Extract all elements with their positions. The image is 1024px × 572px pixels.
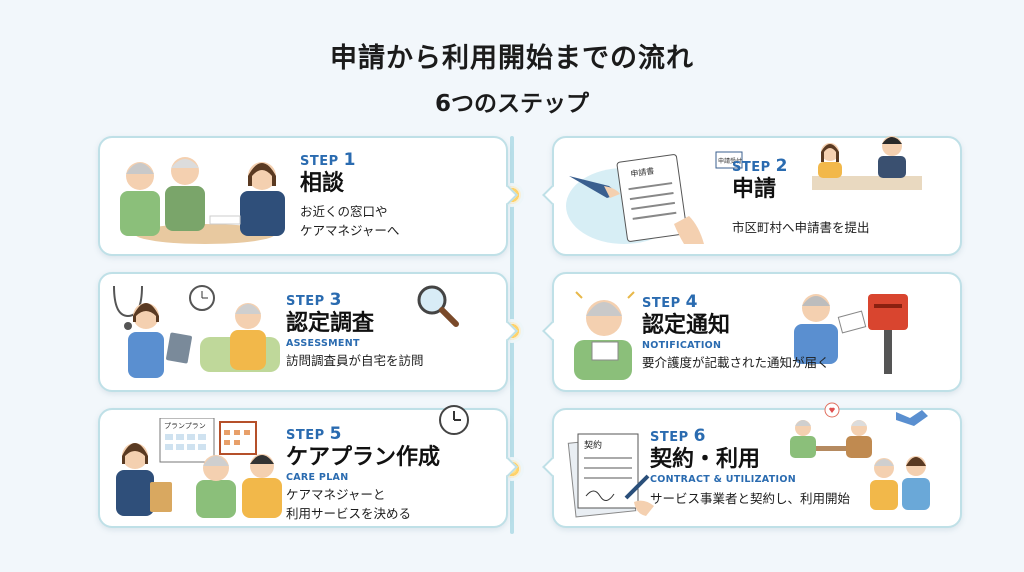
clock-icon [439, 405, 469, 435]
form-title: 申請書 [630, 165, 655, 178]
contract-doc-title: 契約 [584, 439, 602, 451]
assessment-illustration [113, 285, 280, 378]
notification-illustration [574, 291, 635, 380]
care-plan-illustration: プランプラン [116, 418, 282, 518]
step-english-label: CARE PLAN [286, 472, 349, 483]
application-illustration: 申請書 申請受付 [566, 151, 743, 244]
counter-sign-text: 申請受付 [718, 157, 742, 165]
step-description: サービス事業者と契約し、利用開始 [650, 491, 851, 506]
step-description: ケアマネジャーと利用サービスを決める [286, 487, 412, 521]
step-name: ケアプラン作成 [286, 445, 441, 470]
step-label: STEP 2 [732, 156, 789, 176]
step-label: STEP 1 [300, 150, 357, 170]
service-use-illustration [790, 402, 930, 510]
office-staff-illustration [812, 136, 922, 190]
step-card-4: STEP 4 認定通知 NOTIFICATION 要介護度が記載された通知が届く [542, 272, 962, 392]
step-label: STEP 3 [286, 290, 343, 310]
step-english-label: ASSESSMENT [286, 338, 360, 349]
step-name: 相談 [300, 171, 345, 196]
step-card-5: プランプラン STEP 5 ケアプラン作成 CARE PLAN ケアマネジャーと… [98, 405, 518, 528]
consultation-illustration [120, 157, 285, 244]
step-card-3: STEP 3 認定調査 ASSESSMENT 訪問調査員が自宅を訪問 [98, 272, 518, 392]
step-description: 市区町村へ申請書を提出 [732, 220, 870, 235]
step-english-label: CONTRACT & UTILIZATION [650, 474, 796, 485]
step-card-6: 契約 STEP 6 契約・利用 CONTRACT & UTILIZATION サ… [542, 402, 962, 528]
step-name: 申請 [732, 177, 777, 202]
mailbox-illustration [794, 294, 908, 374]
step-description: 訪問調査員が自宅を訪問 [286, 353, 424, 368]
step-card-1: STEP 1 相談 お近くの窓口やケアマネジャーへ [98, 136, 518, 256]
step-description: 要介護度が記載された通知が届く [642, 355, 830, 370]
contract-illustration: 契約 [567, 433, 654, 518]
step-label: STEP 4 [642, 292, 699, 312]
step-english-label: NOTIFICATION [642, 340, 722, 351]
step-label: STEP 6 [650, 426, 707, 446]
step-description: お近くの窓口やケアマネジャーへ [300, 204, 400, 238]
magnifier-icon [417, 285, 459, 327]
step-name: 認定調査 [286, 311, 375, 336]
page-subtitle: 6つのステップ [434, 91, 589, 117]
plan-sheet-title: プランプラン [164, 422, 206, 430]
step-name: 契約・利用 [650, 447, 761, 472]
page-title: 申請から利用開始までの流れ [330, 43, 694, 74]
step-name: 認定通知 [642, 313, 731, 338]
step-label: STEP 5 [286, 424, 343, 444]
step-card-2: 申請書 申請受付 STEP 2 申請 市区町村へ申請書を提出 [542, 136, 962, 256]
